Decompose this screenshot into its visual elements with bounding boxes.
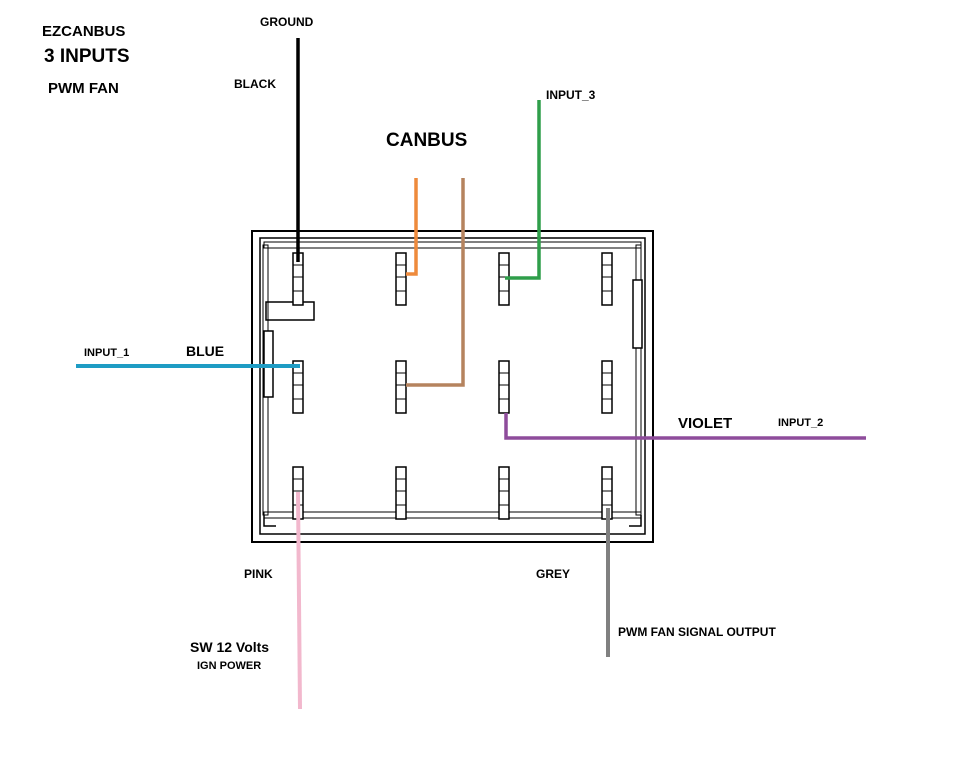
- pin-terminal: [498, 360, 510, 414]
- connector-housing: [251, 230, 654, 543]
- pin-terminal: [292, 360, 304, 414]
- input-2-label: INPUT_2: [778, 417, 823, 429]
- grey-label: GREY: [536, 567, 570, 581]
- canbus-label: CANBUS: [386, 130, 467, 151]
- wire-input-3: [505, 100, 541, 280]
- wire-power: [296, 491, 302, 710]
- ground-label: GROUND: [260, 15, 314, 29]
- pin-terminal: [601, 466, 613, 520]
- pin-terminal: [498, 466, 510, 520]
- wire-canbus-a: [406, 178, 418, 276]
- black-label: BLACK: [234, 77, 276, 91]
- wire-canbus-b: [406, 178, 465, 387]
- violet-label: VIOLET: [678, 415, 732, 432]
- pin-terminal: [601, 360, 613, 414]
- pink-label: PINK: [244, 567, 273, 581]
- pin-terminal: [395, 360, 407, 414]
- header-mode: PWM FAN: [48, 80, 119, 97]
- input-1-label: INPUT_1: [84, 347, 129, 359]
- pin-terminal: [601, 252, 613, 306]
- header-subtitle: 3 INPUTS: [44, 46, 130, 67]
- ground-tab: [265, 301, 315, 321]
- blue-label: BLUE: [186, 343, 224, 359]
- right-latch: [632, 279, 643, 349]
- wire-input-2: [504, 413, 866, 440]
- pwm-signal-output-label: PWM FAN SIGNAL OUTPUT: [618, 625, 776, 639]
- ign-power-label: IGN POWER: [197, 660, 261, 672]
- header-title: EZCANBUS: [42, 23, 125, 40]
- input-3-label: INPUT_3: [546, 88, 596, 102]
- pin-terminal: [395, 252, 407, 306]
- pin-terminal: [395, 466, 407, 520]
- sw-12-volts-label: SW 12 Volts: [190, 639, 269, 655]
